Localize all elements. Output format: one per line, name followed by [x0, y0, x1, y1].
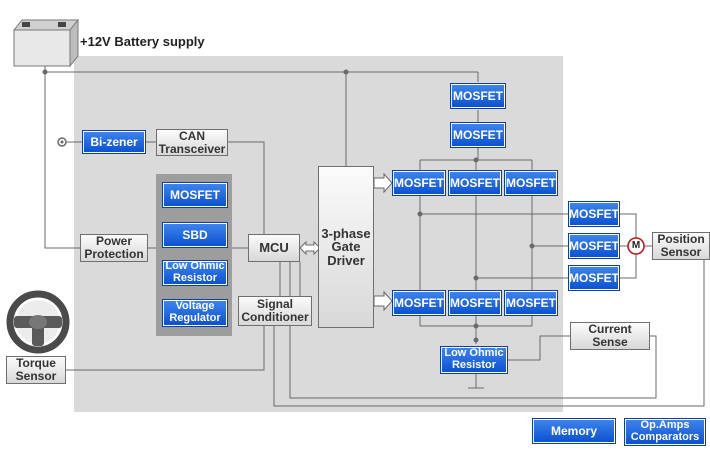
motor-label: M — [631, 239, 641, 251]
low-ohmic-resistor-box[interactable]: Low Ohmic Resistor — [162, 260, 228, 286]
power-protection-box[interactable]: Power Protection — [80, 234, 148, 262]
bi-zener-box[interactable]: Bi-zener — [82, 130, 146, 154]
steering-wheel-icon — [6, 290, 70, 354]
position-sensor-box[interactable]: Position Sensor — [652, 232, 710, 260]
mosfet-low-c[interactable]: MOSFET — [504, 290, 558, 316]
mosfet-supply-2[interactable]: MOSFET — [450, 122, 506, 148]
mosfet-low-b[interactable]: MOSFET — [448, 290, 502, 316]
can-transceiver-box[interactable]: CAN Transceiver — [156, 129, 228, 156]
sbd-box[interactable]: SBD — [162, 222, 228, 248]
mosfet-high-a[interactable]: MOSFET — [392, 170, 446, 196]
gate-arrow-icon — [373, 290, 393, 312]
mosfet-supply-1[interactable]: MOSFET — [450, 83, 506, 109]
torque-sensor-box[interactable]: Torque Sensor — [6, 356, 66, 384]
gate-arrow-icon — [373, 172, 393, 194]
current-sense-box[interactable]: Current Sense — [570, 322, 650, 350]
voltage-regulator-box[interactable]: Voltage Regulator — [162, 299, 228, 327]
mcu-box[interactable]: MCU — [248, 234, 300, 262]
memory-box[interactable]: Memory — [532, 418, 616, 444]
mosfet-high-b[interactable]: MOSFET — [448, 170, 502, 196]
bidirectional-arrow-icon — [299, 240, 321, 256]
signal-conditioner-box[interactable]: Signal Conditioner — [238, 296, 312, 326]
motor-icon — [627, 237, 645, 255]
low-ohmic-resistor-shunt[interactable]: Low Ohmic Resistor — [440, 346, 508, 374]
mosfet-low-a[interactable]: MOSFET — [392, 290, 446, 316]
mosfet-high-c[interactable]: MOSFET — [504, 170, 558, 196]
mosfet-phase-v[interactable]: MOSFET — [568, 233, 620, 259]
gate-driver-box[interactable]: 3-phase Gate Driver — [318, 166, 374, 328]
mosfet-power-box[interactable]: MOSFET — [162, 182, 228, 208]
mosfet-phase-w[interactable]: MOSFET — [568, 265, 620, 291]
battery-label: +12V Battery supply — [80, 34, 205, 49]
opamps-comparators-box[interactable]: Op.Amps Comparators — [624, 418, 706, 446]
battery-icon — [12, 18, 80, 68]
mosfet-phase-u[interactable]: MOSFET — [568, 201, 620, 227]
